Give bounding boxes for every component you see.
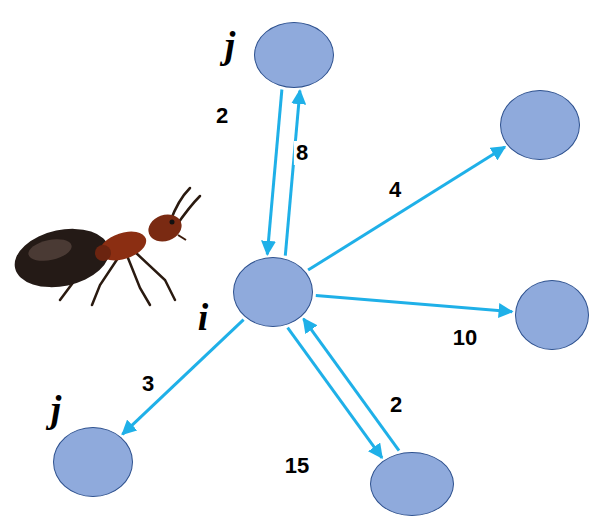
node-letter: i (198, 298, 209, 336)
graph-node: i (233, 257, 313, 327)
edge-weight: 4 (387, 178, 403, 202)
graph-node (370, 452, 454, 516)
weighted-arrow (316, 296, 512, 312)
node-letter: j (51, 390, 62, 428)
graph-node: j (53, 427, 133, 497)
weighted-arrow (308, 147, 505, 270)
weighted-arrow (267, 90, 282, 255)
weighted-arrow (285, 91, 300, 256)
edge-weight: 8 (294, 141, 310, 165)
node-letter: j (225, 26, 236, 64)
edge-weight: 2 (388, 393, 404, 417)
edge-weight: 15 (283, 454, 311, 478)
weighted-arrow (304, 319, 400, 451)
graph-node (500, 90, 580, 160)
graph-node: j (254, 22, 334, 88)
edge-weight: 3 (140, 372, 156, 396)
weighted-arrow (288, 328, 382, 458)
weighted-arrow (122, 320, 243, 435)
graph-node (515, 280, 589, 350)
edge-weight: 2 (214, 104, 230, 128)
edge-weight: 10 (451, 326, 479, 350)
